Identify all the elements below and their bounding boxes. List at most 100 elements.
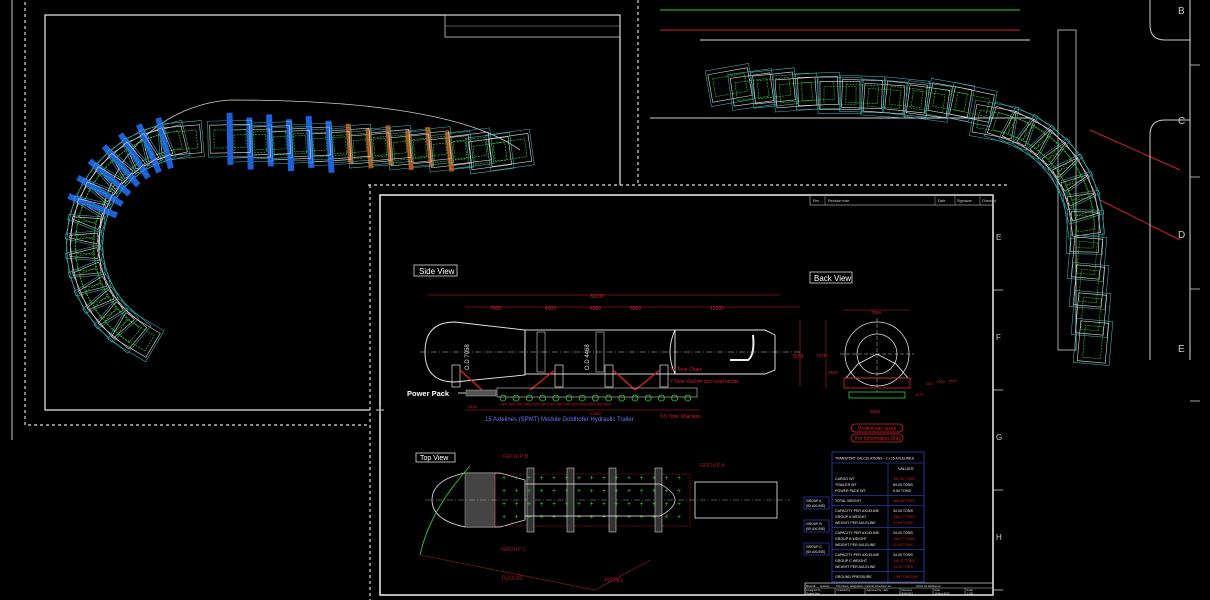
back-dim-d: 1175 (915, 392, 924, 397)
wheel-marker: + (565, 475, 569, 482)
vehicle-outline (949, 86, 995, 123)
margin-letter: C (1178, 116, 1185, 127)
wheel-marker: + (565, 488, 569, 495)
binder-line (634, 369, 661, 391)
table-row-value: 31.03 TONS (893, 565, 913, 569)
clearance-outline (485, 128, 535, 172)
vehicle-outline (69, 232, 102, 276)
trailer-outline (1022, 124, 1060, 160)
wheel-marker: + (590, 488, 594, 495)
saddles (451, 364, 669, 391)
dim-3: 4000 (590, 306, 601, 312)
group-tag-label: (5X AXLINE) (806, 527, 825, 531)
trailer-outline (712, 73, 748, 97)
vehicle-outline (1074, 292, 1108, 336)
orange-beam (444, 131, 455, 172)
clearance-outline (903, 80, 953, 123)
vehicle-outline (69, 198, 107, 245)
table-border (831, 451, 925, 583)
power-pack-unit (465, 389, 497, 397)
orange-beam (365, 128, 374, 169)
wheel-marker: + (677, 514, 681, 521)
wheel-marker: + (677, 475, 681, 482)
trailer-wheel (684, 394, 692, 402)
wheel-marker: + (527, 488, 531, 495)
clearance-outline (1037, 138, 1093, 196)
table-header: VALUES (898, 466, 914, 471)
clearance-outline (93, 297, 152, 354)
clearance-outline (465, 132, 515, 175)
vehicle-outline (468, 136, 512, 171)
dim-5: 12200 (710, 306, 724, 312)
top-view: ++++++++++++++++++++++++++++++++++++++++… (415, 452, 790, 591)
cross-beam (608, 467, 617, 533)
trailer-wheel (631, 394, 639, 402)
wheel-marker: + (615, 514, 619, 521)
trailer-outline (163, 129, 198, 152)
front-sheet: Rev Revision note Date Signature Checked… (368, 184, 1008, 600)
table-row-label: CAPACITY PER AXLELINE (835, 531, 880, 535)
od-small-label: O.D 4468 (585, 344, 591, 370)
table-text: TRANSPORT CALCULATIONS - 3 x 15 AXLELINE… (806, 457, 918, 580)
wheel-marker: + (515, 501, 519, 508)
table-row-value: 34.00 TONS (893, 553, 913, 557)
preliminary-issue-text: Preliminary Issue (858, 426, 897, 432)
saddle-post (659, 364, 669, 388)
wheel-marker: + (665, 514, 669, 521)
title-block-cell: Date (935, 588, 941, 592)
orange-beam (345, 123, 354, 164)
title-block-cell: PIN20151 (902, 591, 914, 595)
blue-beam (118, 132, 151, 180)
trailer-wheel (671, 394, 678, 402)
wheel-marker: + (627, 514, 631, 521)
right-swept-path (704, 63, 1114, 366)
wheel-marker: + (615, 501, 619, 508)
wheel-marker: + (602, 514, 606, 521)
back-dim-width: 7058 (871, 310, 882, 315)
table-row-label: WEIGHT PER AXLELINE (835, 565, 876, 569)
trailer-wheel (644, 394, 652, 402)
clearance-outline (1072, 318, 1114, 366)
back-dim-height: 7079 (816, 353, 827, 358)
clearance-outline (1012, 114, 1070, 171)
trailer-outline (992, 111, 1030, 141)
top-view-label-box (415, 452, 456, 463)
wheel-marker: + (652, 488, 656, 495)
clearance-outline (1047, 153, 1101, 210)
table-row-label: CAPACITY PER AXLELINE (835, 553, 880, 557)
blue-beam (67, 193, 118, 219)
trailer-deck (843, 377, 911, 389)
pipe-outline (730, 334, 755, 361)
wheel-marker: + (602, 488, 606, 495)
ladder-outline (536, 331, 546, 373)
vehicle-outline (69, 247, 107, 294)
trailer-outline (954, 92, 990, 117)
vehicle-outline (1052, 157, 1096, 207)
wheel-marker: + (502, 488, 506, 495)
wheel-marker: + (665, 475, 669, 482)
table-row-label: CAPACITY PER AXLELINE (835, 509, 880, 513)
clearance-outline (73, 272, 129, 330)
vehicle-outline (72, 261, 115, 311)
table-row-value: 390.00 TONS (893, 477, 915, 481)
trailer-outline (779, 82, 813, 103)
wheel-marker: + (552, 488, 556, 495)
margin-letter: H (996, 533, 1002, 542)
group-a-label: GROUP A (700, 463, 725, 469)
saddle-post (604, 364, 614, 388)
wheel-marker: + (590, 501, 594, 508)
back-dim-c: 1600 (948, 378, 958, 383)
wheel-marker: + (590, 475, 594, 482)
clearance-outline (107, 307, 165, 363)
vehicle-outline (159, 124, 203, 157)
table-row-value: 465.50 TONS (893, 499, 915, 503)
wheel-marker: + (527, 514, 531, 521)
table-row-value: 155.17 TONS (893, 537, 915, 541)
back-view-label: Back View (814, 274, 851, 283)
blue-beam (155, 117, 174, 170)
dim-left: 3400 (468, 404, 478, 409)
table-row-value: 34.00 TONS (893, 509, 913, 513)
title-block-cell: Article No./Reference (916, 584, 941, 588)
